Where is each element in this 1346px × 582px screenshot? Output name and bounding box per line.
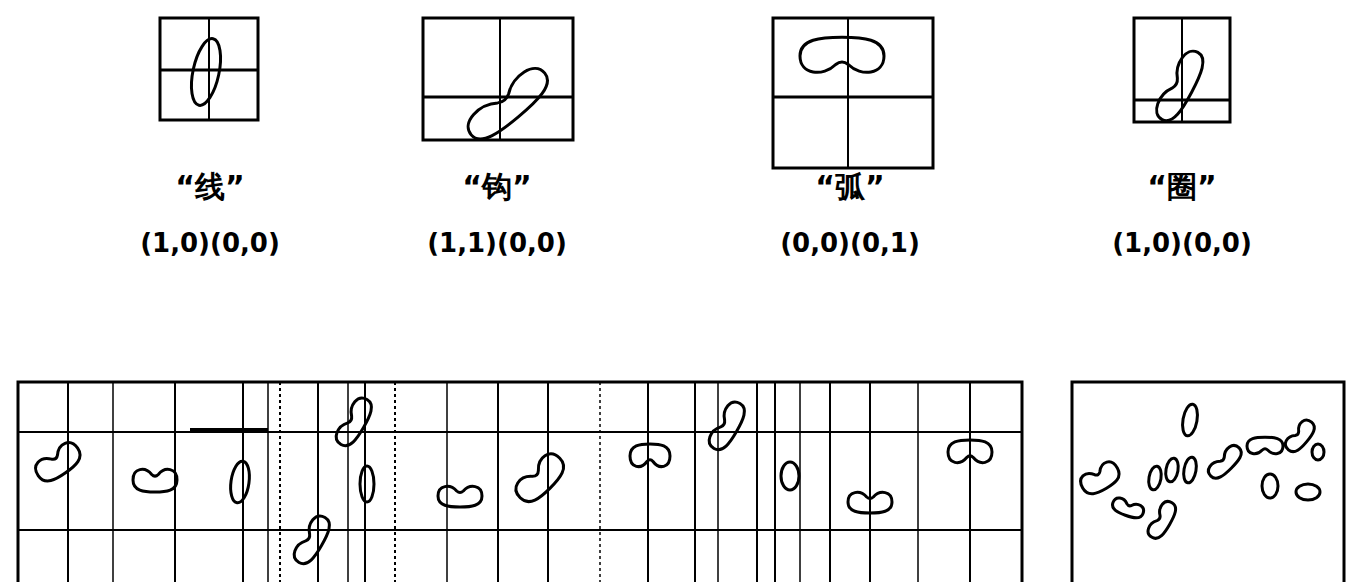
- grid-line: [423, 96, 573, 99]
- stroke-shape: [462, 62, 555, 147]
- stroke-shape: [1180, 403, 1199, 437]
- grid-line: [242, 382, 244, 582]
- stroke-name: “弧”: [815, 170, 884, 203]
- stroke-shape: [1077, 459, 1123, 499]
- grid-line: [1134, 99, 1230, 102]
- strip-grid: [18, 382, 1022, 582]
- stroke-shape: [848, 492, 892, 513]
- grid-line: [267, 382, 269, 582]
- grid-frame: [160, 18, 258, 120]
- grid-line: [756, 382, 758, 582]
- stroke-shape: [1164, 457, 1180, 483]
- code-pair: (1,1)(0,0): [427, 229, 567, 258]
- grid-line: [18, 431, 1022, 433]
- stroke-shape: [32, 439, 86, 487]
- stroke-shapes: [32, 36, 1324, 568]
- stroke-shape: [948, 440, 992, 463]
- code-pair: (1,0)(0,0): [1112, 229, 1252, 258]
- stroke-shape: [1296, 484, 1320, 500]
- grid-line: [347, 382, 349, 582]
- grid-line: [18, 529, 1022, 531]
- grid-line: [547, 382, 549, 582]
- cluster-frame: [1072, 382, 1344, 582]
- grid-line: [394, 382, 396, 582]
- stroke-shape: [360, 466, 374, 502]
- grid-line: [112, 382, 114, 582]
- stroke-shape: [1152, 47, 1210, 126]
- stroke-shape: [333, 395, 377, 450]
- stroke-name: “线”: [175, 170, 244, 203]
- grid-frames: [160, 18, 1230, 168]
- grid-line: [773, 96, 933, 99]
- grid-line: [599, 382, 601, 582]
- stroke-shape: [1145, 499, 1179, 542]
- grid-frame: [773, 18, 933, 168]
- grid-line: [67, 382, 69, 582]
- stroke-shape: [186, 36, 226, 108]
- stroke-shape: [1262, 474, 1278, 498]
- stroke-shape: [511, 449, 570, 508]
- stroke-shape: [1182, 456, 1198, 484]
- grid-line: [847, 18, 849, 168]
- grid-line: [497, 382, 499, 582]
- grid-line: [917, 382, 919, 582]
- grid-line: [647, 382, 649, 582]
- stroke-shape: [706, 399, 750, 454]
- grid-line: [160, 69, 258, 72]
- grid-line: [969, 382, 971, 582]
- stroke-shape: [1205, 442, 1245, 482]
- grid-line: [364, 382, 366, 582]
- stroke-shape: [800, 37, 884, 72]
- grid-line: [499, 18, 501, 140]
- stroke-shape: [228, 460, 252, 504]
- stroke-shape: [133, 469, 177, 492]
- grid-line: [717, 382, 719, 582]
- grid-line: [190, 428, 268, 432]
- grid-line: [279, 382, 281, 582]
- stroke-name: “钩”: [462, 170, 531, 203]
- strip-frame: [18, 382, 1022, 582]
- code-pair: (0,0)(0,1): [780, 229, 920, 258]
- stroke-shape: [1312, 444, 1324, 460]
- code-pair: (1,0)(0,0): [140, 229, 280, 258]
- grid-line: [774, 382, 776, 582]
- grid-line: [446, 382, 448, 582]
- grid-line: [869, 382, 871, 582]
- grid-line: [694, 382, 696, 582]
- stroke-shape: [630, 444, 670, 467]
- stroke-shape: [1147, 465, 1163, 491]
- stroke-name: “圈”: [1147, 170, 1216, 203]
- stroke-shape: [438, 486, 482, 507]
- stroke-shape: [291, 513, 335, 568]
- grid-line: [829, 382, 831, 582]
- stroke-shape: [781, 462, 799, 490]
- grid-frame: [423, 18, 573, 140]
- stroke-shape: [1110, 496, 1145, 521]
- stroke-shape: [1247, 437, 1283, 453]
